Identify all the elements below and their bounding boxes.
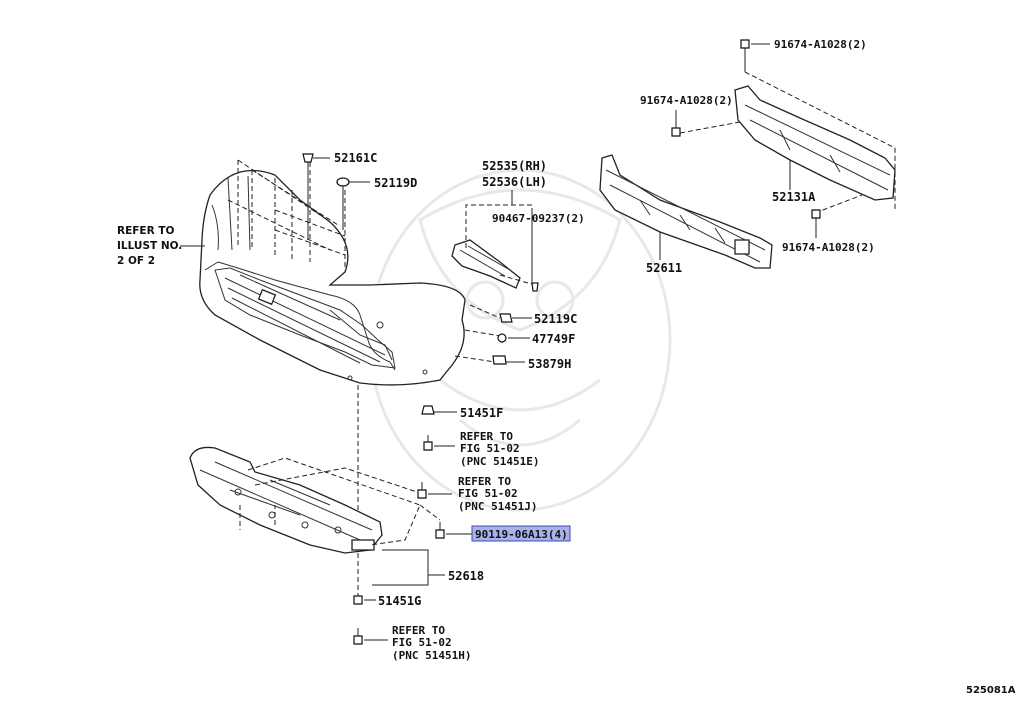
label-53879h[interactable]: 53879H	[528, 357, 571, 371]
svg-text:FIG 51-02: FIG 51-02	[392, 636, 452, 649]
label-52119d[interactable]: 52119D	[374, 176, 417, 190]
refer-51451h-note: REFER TO FIG 51-02 (PNC 51451H)	[392, 624, 471, 662]
label-91674-bottom[interactable]: 91674-A1028(2)	[782, 241, 875, 254]
svg-text:REFER TO: REFER TO	[460, 430, 513, 443]
refer-51451e-note: REFER TO FIG 51-02 (PNC 51451E)	[460, 430, 539, 468]
bumper-cover	[180, 169, 466, 386]
svg-text:REFER TO: REFER TO	[117, 225, 175, 237]
under-cover-guides	[239, 457, 441, 546]
bumper-reinforcement	[599, 154, 773, 269]
bumper-guides	[227, 159, 501, 600]
svg-text:(PNC 51451J): (PNC 51451J)	[458, 500, 537, 513]
refer-illust-note: REFER TO ILLUST NO. 2 OF 2	[117, 225, 182, 267]
svg-text:ILLUST NO.: ILLUST NO.	[117, 240, 182, 252]
svg-text:REFER TO: REFER TO	[458, 475, 511, 488]
label-52161c[interactable]: 52161C	[334, 151, 377, 165]
svg-text:2 OF 2: 2 OF 2	[117, 255, 155, 267]
label-90467[interactable]: 90467-09237(2)	[492, 212, 585, 225]
label-52535-rh[interactable]: 52535(RH)	[482, 159, 547, 173]
energy-absorber	[679, 71, 896, 214]
highlight-box-90119	[471, 525, 571, 542]
label-52618[interactable]: 52618	[448, 569, 484, 583]
fasteners	[302, 39, 821, 645]
svg-text:(PNC 51451H): (PNC 51451H)	[392, 649, 471, 662]
label-51451g[interactable]: 51451G	[378, 594, 421, 608]
label-52119c[interactable]: 52119C	[534, 312, 577, 326]
svg-text:(PNC 51451E): (PNC 51451E)	[460, 455, 539, 468]
label-52611[interactable]: 52611	[646, 261, 682, 275]
label-51451f[interactable]: 51451F	[460, 406, 503, 420]
label-47749f[interactable]: 47749F	[532, 332, 575, 346]
svg-text:FIG 51-02: FIG 51-02	[460, 442, 520, 455]
svg-text:FIG 51-02: FIG 51-02	[458, 487, 518, 500]
label-52131a[interactable]: 52131A	[772, 190, 816, 204]
label-91674-left[interactable]: 91674-A1028(2)	[640, 94, 733, 107]
svg-text:REFER TO: REFER TO	[392, 624, 445, 637]
diagram-code: 525081A	[966, 685, 1016, 696]
engine-under-cover	[189, 446, 383, 554]
side-retainer	[451, 204, 539, 292]
label-52536-lh[interactable]: 52536(LH)	[482, 175, 547, 189]
label-91674-top[interactable]: 91674-A1028(2)	[774, 38, 867, 51]
label-90119-highlighted[interactable]: 90119-06A13(4)	[475, 528, 568, 541]
refer-51451j-note: REFER TO FIG 51-02 (PNC 51451J)	[458, 475, 537, 513]
